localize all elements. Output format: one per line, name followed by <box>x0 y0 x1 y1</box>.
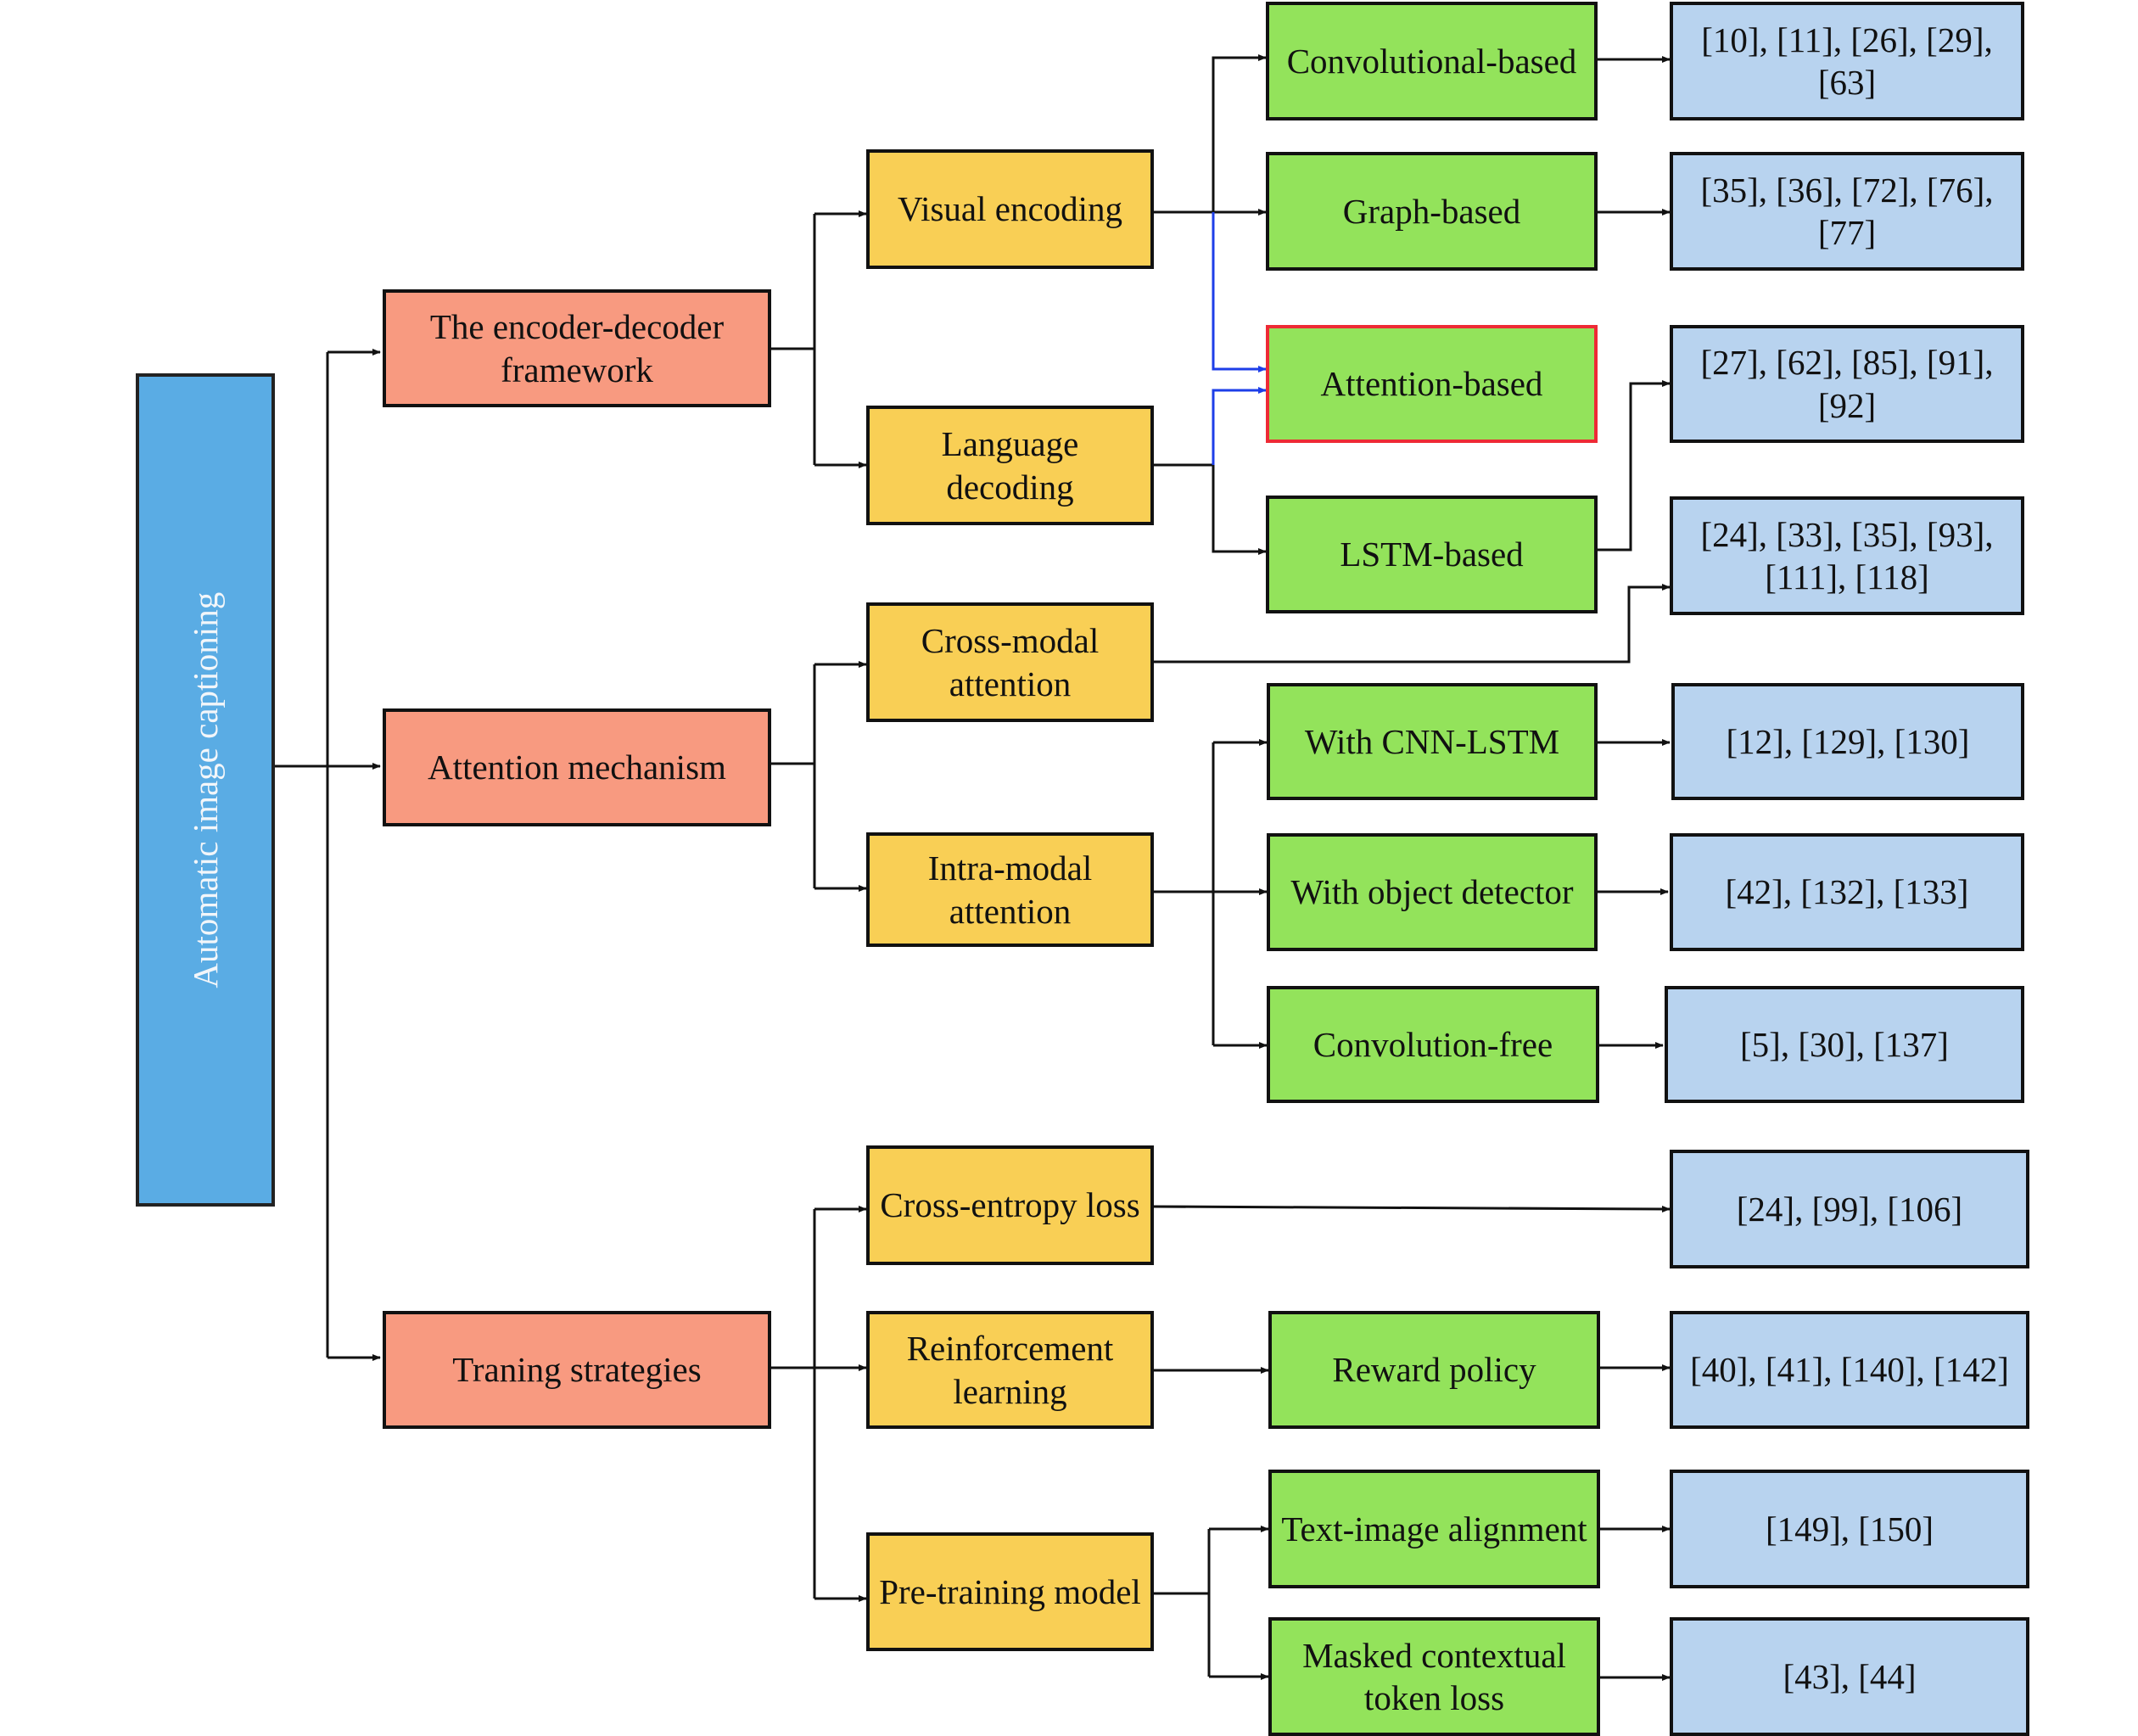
method-label: Masked contextual token loss <box>1302 1635 1566 1717</box>
ref-label: [12], [129], [130] <box>1726 721 1970 761</box>
subcategory-reinforcement-learning: Reinforcement learning <box>866 1311 1154 1429</box>
method-with-object-detector: With object detector <box>1267 833 1598 951</box>
method-label: Attention-based <box>1320 364 1543 404</box>
ref-cross-modal: [24], [33], [35], [93], [111], [118] <box>1670 496 2024 615</box>
root-label: Automatic image captioning <box>185 591 225 988</box>
method-convolution-free: Convolution-free <box>1267 986 1599 1103</box>
category-label: Attention mechanism <box>428 748 726 787</box>
method-label: Convolution-free <box>1312 1024 1553 1064</box>
ref-text-image: [149], [150] <box>1670 1470 2029 1588</box>
method-label: Graph-based <box>1342 191 1521 231</box>
ref-label: [35], [36], [72], [76], [77] <box>1700 170 1994 252</box>
ref-cnn-lstm: [12], [129], [130] <box>1671 683 2024 800</box>
ref-object-detector: [42], [132], [133] <box>1670 833 2024 951</box>
ref-reward-policy: [40], [41], [140], [142] <box>1670 1311 2029 1429</box>
category-training-strategies: Traning strategies <box>383 1311 771 1429</box>
subcategory-cross-entropy-loss: Cross-entropy loss <box>866 1145 1154 1265</box>
method-label: Convolutional-based <box>1286 41 1577 81</box>
ref-graph: [35], [36], [72], [76], [77] <box>1670 152 2024 271</box>
ref-label: [27], [62], [85], [91], [92] <box>1700 343 1994 425</box>
method-attention-based: Attention-based <box>1266 325 1598 443</box>
method-label: With CNN-LSTM <box>1304 721 1560 761</box>
method-convolutional-based: Convolutional-based <box>1266 2 1598 120</box>
subcategory-label: Pre-training model <box>879 1571 1141 1611</box>
subcategory-intra-modal-attention: Intra-modal attention <box>866 832 1154 947</box>
category-label: Traning strategies <box>452 1350 702 1390</box>
method-with-cnn-lstm: With CNN-LSTM <box>1267 683 1598 800</box>
method-label: Reward policy <box>1332 1350 1536 1390</box>
subcategory-visual-encoding: Visual encoding <box>866 149 1154 269</box>
method-reward-policy: Reward policy <box>1268 1311 1600 1429</box>
ref-lstm: [27], [62], [85], [91], [92] <box>1670 325 2024 443</box>
root-node: Automatic image captioning <box>136 373 275 1207</box>
ref-label: [10], [11], [26], [29], [63] <box>1701 20 1993 102</box>
method-label: Text-image alignment <box>1281 1509 1587 1548</box>
subcategory-label: Cross-modal attention <box>921 621 1100 703</box>
ref-label: [24], [33], [35], [93], [111], [118] <box>1700 514 1994 596</box>
subcategory-label: Cross-entropy loss <box>880 1185 1140 1225</box>
category-encoder-decoder: The encoder-decoder framework <box>383 289 771 407</box>
method-masked-contextual-token-loss: Masked contextual token loss <box>1268 1617 1600 1736</box>
ref-label: [24], [99], [106] <box>1736 1189 1963 1229</box>
category-attention-mechanism: Attention mechanism <box>383 708 771 826</box>
subcategory-label: Reinforcement learning <box>906 1329 1114 1411</box>
subcategory-cross-modal-attention: Cross-modal attention <box>866 602 1154 722</box>
ref-label: [43], [44] <box>1783 1656 1917 1696</box>
method-lstm-based: LSTM-based <box>1266 496 1598 613</box>
subcategory-label: Language decoding <box>941 424 1079 507</box>
method-text-image-alignment: Text-image alignment <box>1268 1470 1600 1588</box>
ref-label: [149], [150] <box>1765 1509 1934 1548</box>
subcategory-language-decoding: Language decoding <box>866 406 1154 525</box>
ref-cross-entropy: [24], [99], [106] <box>1670 1150 2029 1268</box>
subcategory-label: Visual encoding <box>897 189 1123 229</box>
method-label: With object detector <box>1290 872 1574 912</box>
ref-convolution-free: [5], [30], [137] <box>1665 986 2024 1103</box>
ref-label: [40], [41], [140], [142] <box>1690 1350 2009 1390</box>
ref-masked: [43], [44] <box>1670 1617 2029 1736</box>
category-label: The encoder-decoder framework <box>429 307 725 389</box>
ref-label: [42], [132], [133] <box>1725 872 1969 912</box>
subcategory-label: Intra-modal attention <box>927 848 1093 931</box>
method-label: LSTM-based <box>1340 535 1524 574</box>
ref-convolutional: [10], [11], [26], [29], [63] <box>1670 2 2024 120</box>
subcategory-pretraining-model: Pre-training model <box>866 1532 1154 1651</box>
method-graph-based: Graph-based <box>1266 152 1598 271</box>
ref-label: [5], [30], [137] <box>1740 1024 1949 1064</box>
